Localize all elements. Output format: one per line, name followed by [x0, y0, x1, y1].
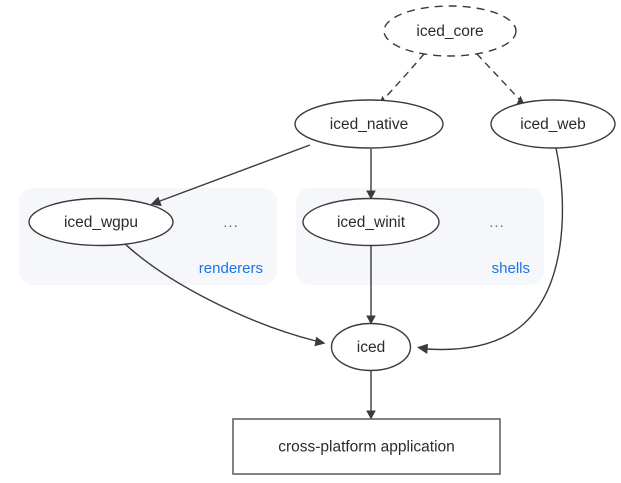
cluster-shells-label: shells	[492, 260, 530, 277]
edge-iced_native-to-iced_winit	[366, 149, 376, 200]
edge-iced_native-to-iced_wgpu	[150, 144, 311, 206]
edge-iced_wgpu-to-iced	[123, 242, 326, 347]
node-iced_winit-shape	[302, 197, 440, 247]
node-iced_web-shape	[490, 99, 616, 149]
edge-iced_core-to-iced_web	[476, 53, 526, 107]
cluster-shells-ellipsis: ...	[489, 214, 505, 231]
node-iced_web[interactable]: iced_web	[490, 99, 616, 149]
node-iced_winit-label: iced_winit	[337, 214, 406, 231]
node-app-shape	[232, 418, 501, 475]
node-iced[interactable]: iced	[330, 322, 412, 372]
node-iced_native-label: iced_native	[330, 116, 408, 133]
node-iced_web-label: iced_web	[520, 116, 586, 133]
node-iced_core[interactable]: iced_core	[383, 5, 517, 57]
node-iced_native[interactable]: iced_native	[294, 99, 444, 149]
node-iced_wgpu[interactable]: iced_wgpu	[28, 197, 174, 247]
cluster-renderers-ellipsis: ...	[223, 214, 239, 231]
node-iced_core-label: iced_core	[416, 23, 483, 40]
edge-iced_web-to-iced	[417, 147, 564, 354]
node-app[interactable]: cross-platform application	[232, 418, 501, 475]
node-iced_wgpu-label: iced_wgpu	[64, 214, 138, 231]
edge-iced_winit-to-iced	[366, 246, 376, 325]
node-app-label: cross-platform application	[278, 439, 455, 456]
node-iced_native-shape	[294, 99, 444, 149]
node-iced_wgpu-shape	[28, 197, 174, 247]
edge-iced_core-to-iced_native	[377, 53, 425, 107]
node-iced_winit[interactable]: iced_winit	[302, 197, 440, 247]
node-iced_core-shape	[383, 5, 517, 57]
node-iced-shape	[330, 322, 412, 372]
node-iced-label: iced	[357, 339, 385, 356]
edge-iced-to-app	[366, 371, 376, 420]
cluster-renderers-label: renderers	[199, 260, 263, 277]
